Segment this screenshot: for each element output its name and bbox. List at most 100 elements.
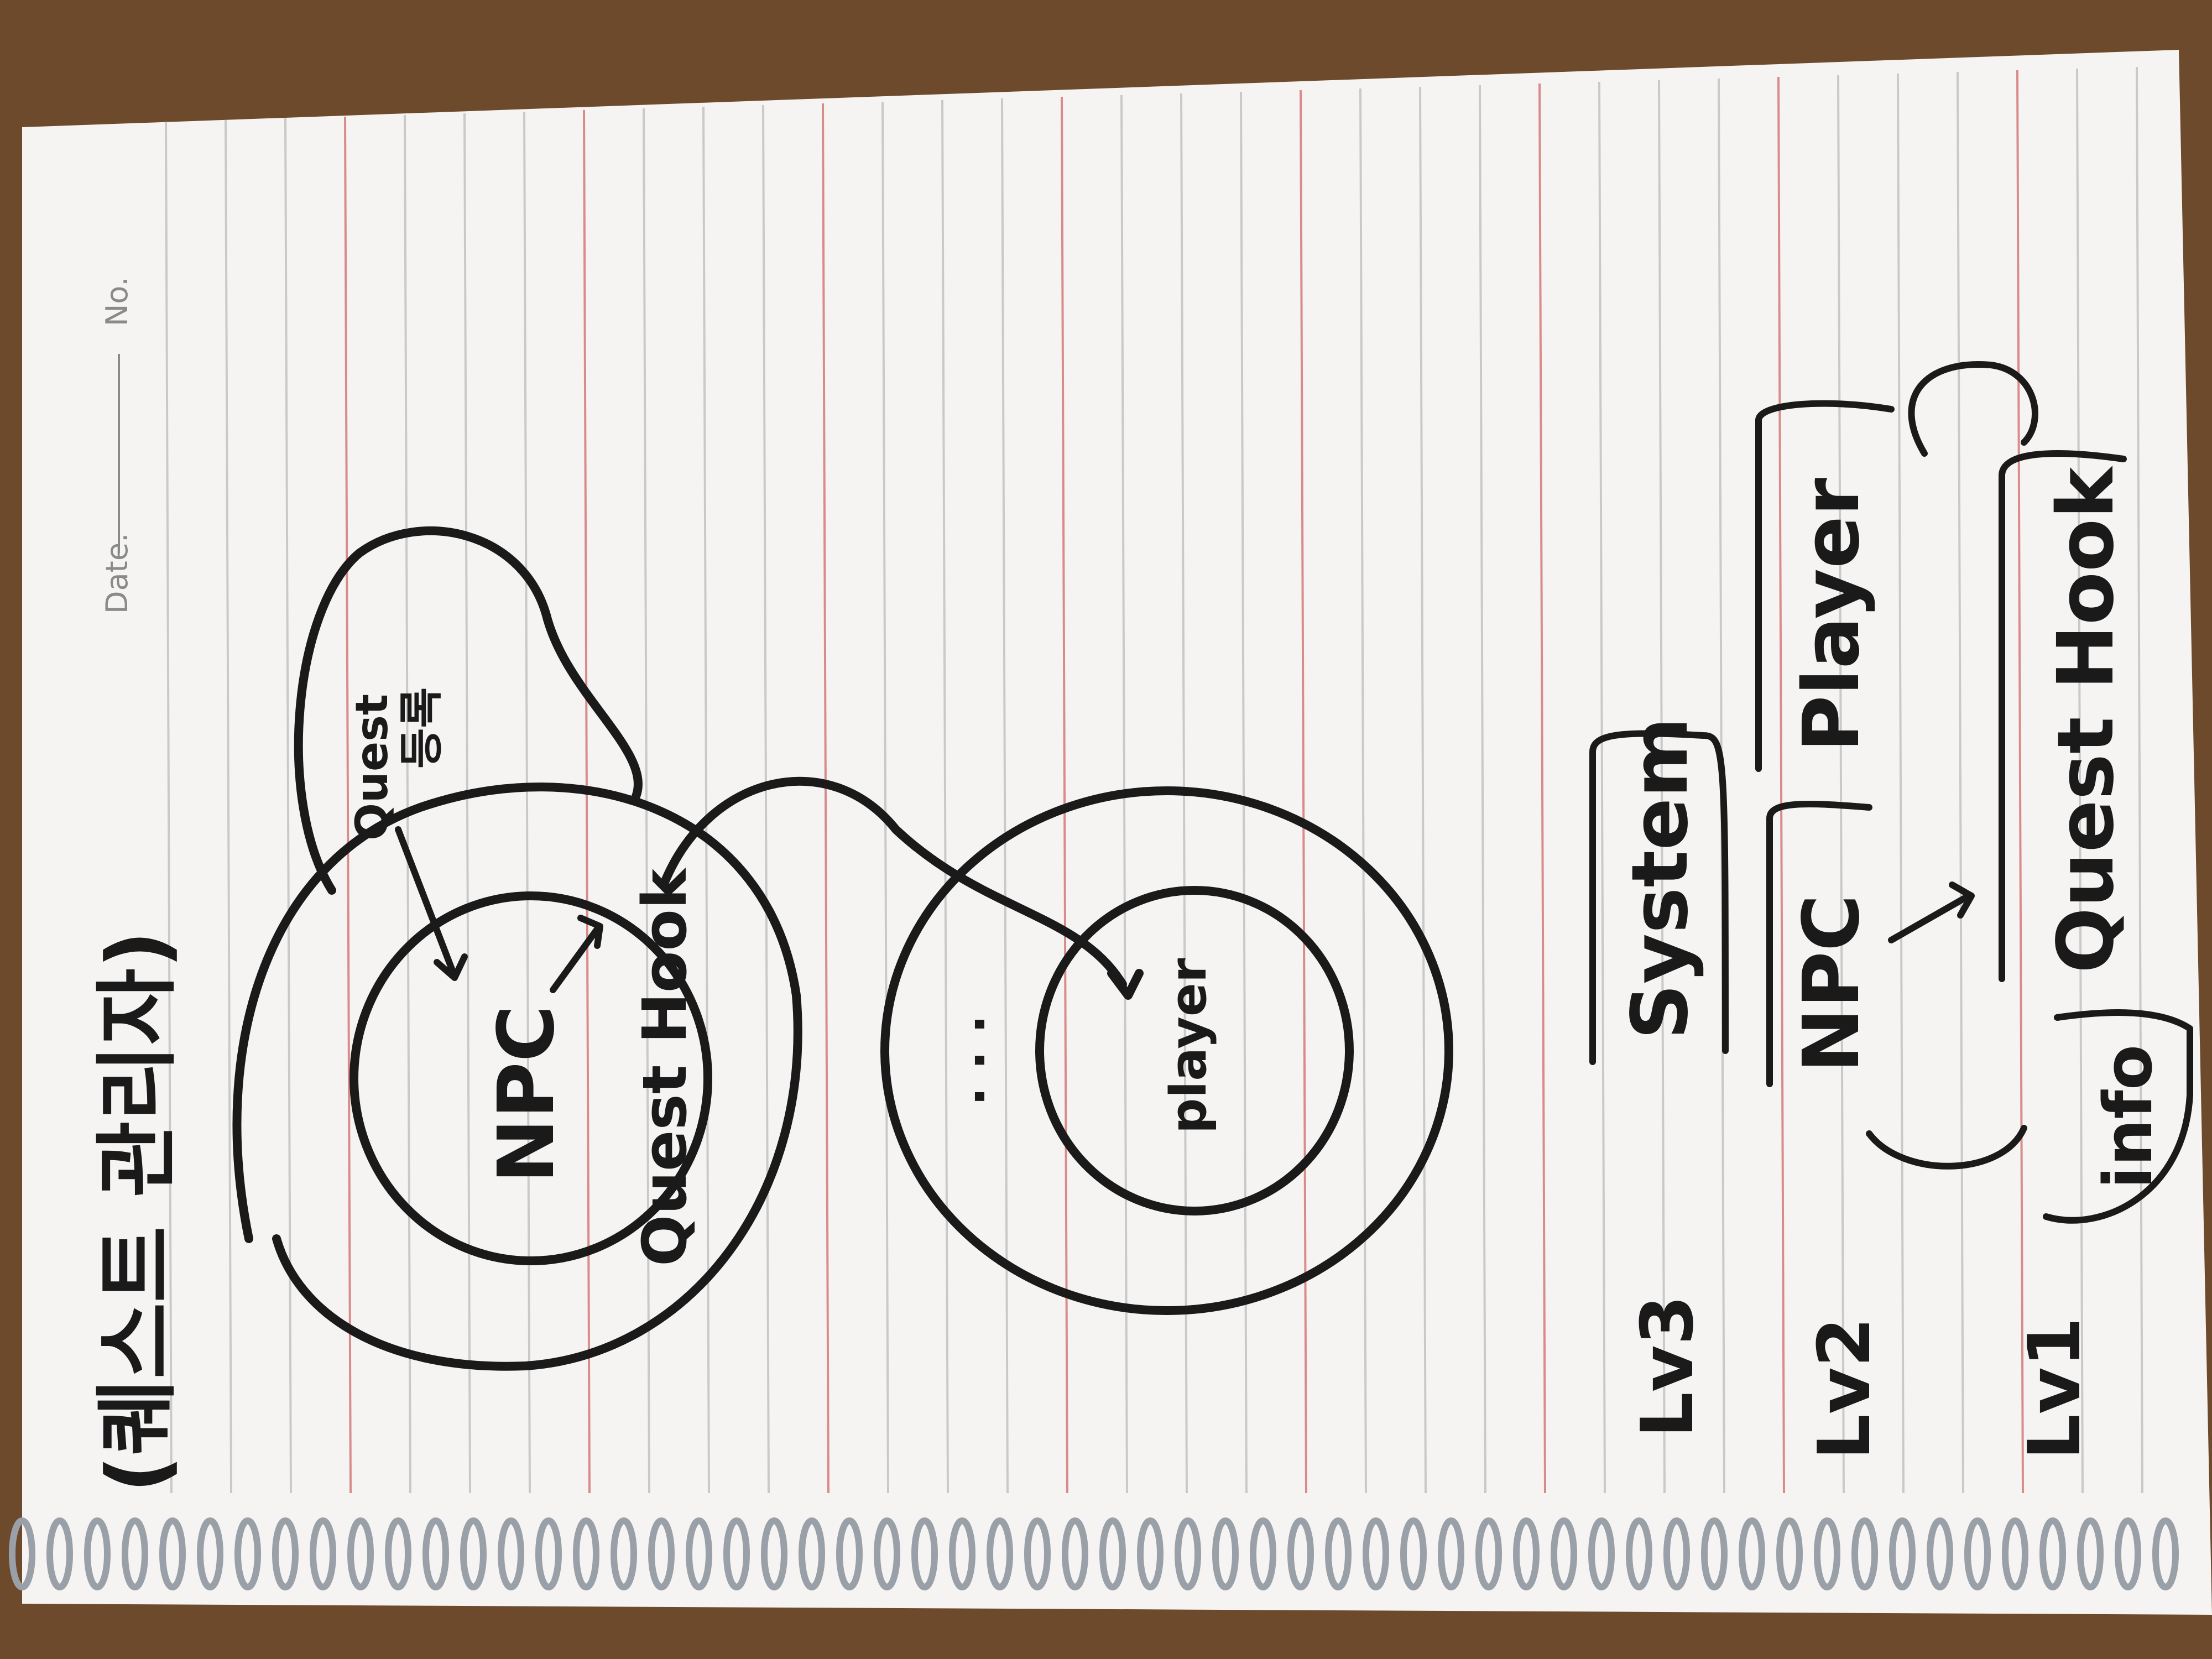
- level-item-system: System: [1615, 717, 1705, 1040]
- rule-line: [1598, 81, 1606, 1494]
- outer-player-circle: [880, 786, 1453, 1315]
- spiral-ring: [46, 1517, 73, 1590]
- spiral-ring: [1287, 1517, 1314, 1590]
- spiral-ring: [1776, 1517, 1803, 1590]
- spiral-ring: [1212, 1517, 1239, 1590]
- header-no: No.: [100, 276, 134, 326]
- spiral-ring: [1663, 1517, 1690, 1590]
- rule-line: [225, 119, 232, 1494]
- rule-line: [1359, 88, 1367, 1494]
- spiral-ring: [159, 1517, 186, 1590]
- spiral-ring: [2002, 1517, 2028, 1590]
- rule-line: [1658, 80, 1666, 1494]
- spiral-ring: [1099, 1517, 1126, 1590]
- spiral-ring: [949, 1517, 975, 1590]
- spiral-ring: [1889, 1517, 1916, 1590]
- spiral-ring: [1551, 1517, 1577, 1590]
- rule-line: [762, 105, 770, 1494]
- spiral-ring: [573, 1517, 599, 1590]
- rule-line: [702, 106, 710, 1494]
- rule-line: [344, 116, 352, 1494]
- spiral-ring: [197, 1517, 223, 1590]
- level-item-npc: NPC: [1787, 894, 1877, 1073]
- spiral-ring: [686, 1517, 712, 1590]
- spiral-ring: [611, 1517, 637, 1590]
- rule-line: [2016, 70, 2024, 1494]
- player-label: player: [1160, 958, 1218, 1134]
- spiral-ring: [9, 1517, 35, 1590]
- quest-blob: [294, 526, 643, 895]
- spiral-ring: [987, 1517, 1013, 1590]
- spiral-ring: [498, 1517, 524, 1590]
- npc-arrow: [550, 915, 603, 993]
- rule-line: [941, 100, 949, 1494]
- spiral-ring: [1062, 1517, 1088, 1590]
- quest-arrow: [395, 826, 468, 981]
- rule-line: [1538, 83, 1546, 1494]
- spiral-ring: [874, 1517, 900, 1590]
- rule-line: [1479, 85, 1486, 1494]
- spiral-ring: [1964, 1517, 1991, 1590]
- rule-line: [1240, 91, 1248, 1494]
- rule-line: [165, 121, 173, 1494]
- spiral-ring: [1024, 1517, 1051, 1590]
- rule-line: [1777, 76, 1785, 1494]
- spiral-ring: [723, 1517, 750, 1590]
- npc-box: [1766, 801, 1872, 1087]
- inner-left-circle: [349, 891, 712, 1265]
- rule-line: [1837, 75, 1845, 1494]
- spiral-ring: [1475, 1517, 1502, 1590]
- spiral-ring: [310, 1517, 336, 1590]
- system-box: [1589, 730, 1729, 1065]
- spiral-ring: [836, 1517, 863, 1590]
- rule-line: [404, 114, 411, 1494]
- diagram-left: NPC Quest Hook Quest 등록: [232, 526, 1144, 1371]
- rule-line: [1897, 73, 1905, 1494]
- rule-line: [881, 101, 889, 1494]
- spiral-ring: [1814, 1517, 1840, 1590]
- level-label-lv1: Lv1: [2012, 1317, 2096, 1460]
- spiral-ring: [1438, 1517, 1464, 1590]
- spiral-ring: [1701, 1517, 1728, 1590]
- spiral-ring: [234, 1517, 261, 1590]
- level-item-info: info: [2090, 1045, 2167, 1189]
- rule-line: [2136, 66, 2143, 1494]
- spiral-ring: [1400, 1517, 1427, 1590]
- lv2-swap-arrow: [1908, 361, 2038, 457]
- spiral-ring: [122, 1517, 148, 1590]
- rule-line: [1957, 71, 1964, 1494]
- ruled-lines: [165, 66, 2143, 1494]
- spiral-ring: [1739, 1517, 1765, 1590]
- spiral-ring: [347, 1517, 374, 1590]
- spiral-ring: [761, 1517, 787, 1590]
- spiral-ring: [2039, 1517, 2066, 1590]
- data-annotation: 등록: [396, 687, 447, 769]
- npc-to-quest-arrow: [1888, 881, 1975, 943]
- spiral-ring: [1927, 1517, 1953, 1590]
- spiral-ring: [460, 1517, 487, 1590]
- spiral-binding: [9, 1517, 2179, 1590]
- spiral-ring: [1513, 1517, 1540, 1590]
- rule-line: [463, 113, 471, 1494]
- rule-line: [822, 103, 830, 1494]
- spiral-ring: [385, 1517, 411, 1590]
- spiral-ring: [1325, 1517, 1352, 1590]
- spiral-ring: [1175, 1517, 1201, 1590]
- quest-annotation: Quest: [346, 694, 398, 841]
- spiral-ring: [1626, 1517, 1652, 1590]
- inner-player-circle: [1035, 886, 1354, 1215]
- player-ellipsis: . . .: [938, 1015, 997, 1106]
- spiral-ring: [1137, 1517, 1164, 1590]
- outer-left-circle: [232, 782, 802, 1371]
- spiral-ring: [422, 1517, 449, 1590]
- connector-arc: [659, 776, 1144, 1000]
- levels-section: Lv3 System Lv2 NPC Player Lv1 info Quest…: [1589, 361, 2193, 1460]
- npc-label: NPC: [482, 1005, 572, 1183]
- lv2-bracket: [1866, 1125, 2027, 1170]
- level-item-player: Player: [1787, 478, 1877, 752]
- spiral-ring: [1588, 1517, 1615, 1590]
- rule-line: [1300, 90, 1307, 1494]
- rule-line: [583, 109, 591, 1494]
- level-item-quest-hook: Quest Hook: [2041, 466, 2131, 973]
